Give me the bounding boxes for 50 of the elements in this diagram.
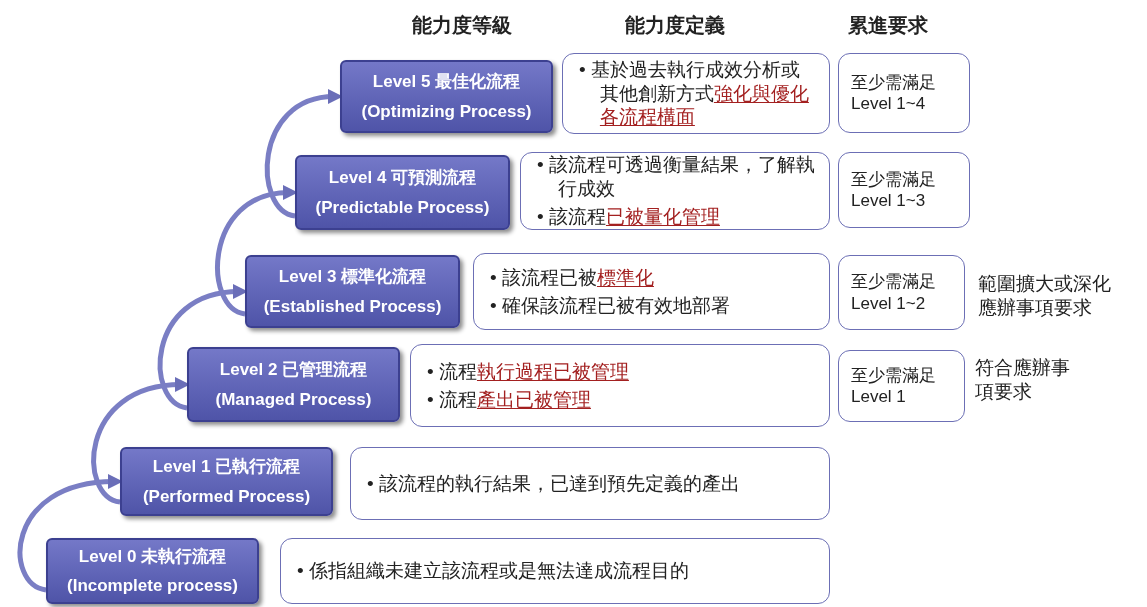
level-box — [295, 155, 510, 230]
definition-text: • 確保該流程已被有效地部署 — [490, 293, 730, 318]
definition-text: • 該流程可透過衡量結果，了解執行成效 — [537, 153, 816, 201]
requirement-box — [838, 53, 970, 133]
definition-box — [410, 344, 830, 427]
definition-box — [350, 447, 830, 520]
level-box — [120, 447, 333, 516]
requirement-box — [838, 350, 965, 422]
column-header: 能力度等級 — [412, 13, 512, 38]
level-box — [245, 255, 460, 328]
definition-text: • 流程執行過程已被管理 — [427, 359, 629, 384]
level-label: Level 0 未執行流程 — [78, 545, 227, 567]
definition-text: • 基於過去執行成效分析或其他創新方式強化與優化各流程構面 — [579, 57, 810, 130]
requirement-box — [838, 255, 965, 330]
definition-box — [520, 152, 830, 230]
column-header: 能力度定義 — [625, 13, 725, 38]
side-note: 範圍擴大或深化應辦事項要求 — [978, 272, 1112, 320]
level-label: Level 2 已管理流程 — [219, 359, 368, 381]
requirement-text: 至少需滿足 — [851, 271, 937, 293]
requirement-text: Level 1~4 — [851, 93, 927, 115]
level-label: (Optimizing Process) — [361, 100, 532, 122]
level-label: (Established Process) — [263, 295, 442, 317]
level-box — [46, 538, 259, 604]
definition-text: • 係指組織未建立該流程或是無法達成流程目的 — [297, 559, 689, 583]
column-header: 累進要求 — [848, 13, 928, 38]
requirement-text: 至少需滿足 — [851, 71, 937, 93]
level-box — [187, 347, 400, 422]
level-label: Level 3 標準化流程 — [278, 266, 427, 288]
requirement-text: 至少需滿足 — [851, 168, 937, 190]
requirement-text: Level 1~2 — [851, 292, 927, 314]
definition-box — [473, 253, 830, 330]
level-label: (Performed Process) — [142, 485, 311, 507]
definition-text: • 該流程已被標準化 — [490, 265, 655, 290]
requirement-text: Level 1 — [851, 386, 907, 408]
level-label: (Incomplete process) — [67, 575, 238, 597]
requirement-text: 至少需滿足 — [851, 364, 937, 386]
definition-box — [562, 53, 830, 134]
requirement-text: Level 1~3 — [851, 190, 927, 212]
level-label: Level 4 可預測流程 — [328, 167, 477, 189]
level-label: (Managed Process) — [215, 388, 372, 410]
definition-text: • 該流程的執行結果，已達到預先定義的產出 — [367, 471, 740, 496]
requirement-box — [838, 152, 970, 228]
level-label: Level 5 最佳化流程 — [372, 71, 521, 93]
level-label: (Predictable Process) — [315, 196, 490, 218]
definition-box — [280, 538, 830, 604]
level-box — [340, 60, 553, 133]
side-note: 符合應辦事項要求 — [975, 356, 1071, 404]
definition-text: • 流程產出已被管理 — [427, 387, 592, 412]
definition-text: • 該流程已被量化管理 — [537, 204, 721, 229]
level-label: Level 1 已執行流程 — [152, 456, 301, 478]
